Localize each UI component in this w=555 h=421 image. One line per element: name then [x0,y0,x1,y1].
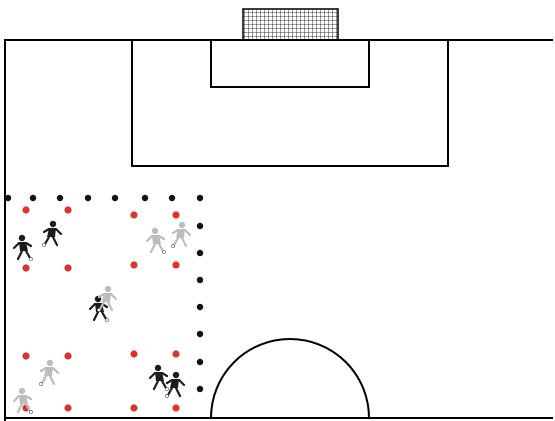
player-figure [147,228,166,254]
boundary-dot [57,195,63,201]
red-cone [172,350,179,357]
goal-area [211,40,369,87]
red-cone [64,264,71,271]
red-cone [64,352,71,359]
boundary-dot [197,195,203,201]
red-cone [130,350,137,357]
pitch-outline [5,40,553,421]
boundary-dot [5,195,11,201]
boundary-dot [197,386,203,392]
player-figure [171,222,190,248]
centre-circle-half [211,339,369,418]
boundary-dot [30,195,36,201]
boundary-dot [197,304,203,310]
red-cone [130,261,137,268]
pitch-lines [5,40,553,421]
red-cone [172,211,179,218]
goal-net [243,9,338,40]
player-figure [39,360,58,386]
player-figure [42,221,61,247]
player-figure [150,365,169,391]
red-cone [22,264,29,271]
red-cone [172,261,179,268]
boundary-dot [197,359,203,365]
boundary-dot [197,277,203,283]
goal [243,9,338,40]
boundary-dot [142,195,148,201]
player-figures [14,221,190,414]
boundary-dot [197,250,203,256]
red-cone [22,352,29,359]
boundary-dot [197,223,203,229]
player-figure [14,235,33,261]
boundary-dot [169,195,175,201]
red-cone [130,404,137,411]
boundary-dot [197,331,203,337]
red-cone [22,206,29,213]
red-cone [130,211,137,218]
boundary-dot [112,195,118,201]
red-cone [172,404,179,411]
player-figure [165,372,184,398]
boundary-dot [85,195,91,201]
penalty-box [132,40,448,166]
red-cone [64,206,71,213]
red-cone [64,404,71,411]
